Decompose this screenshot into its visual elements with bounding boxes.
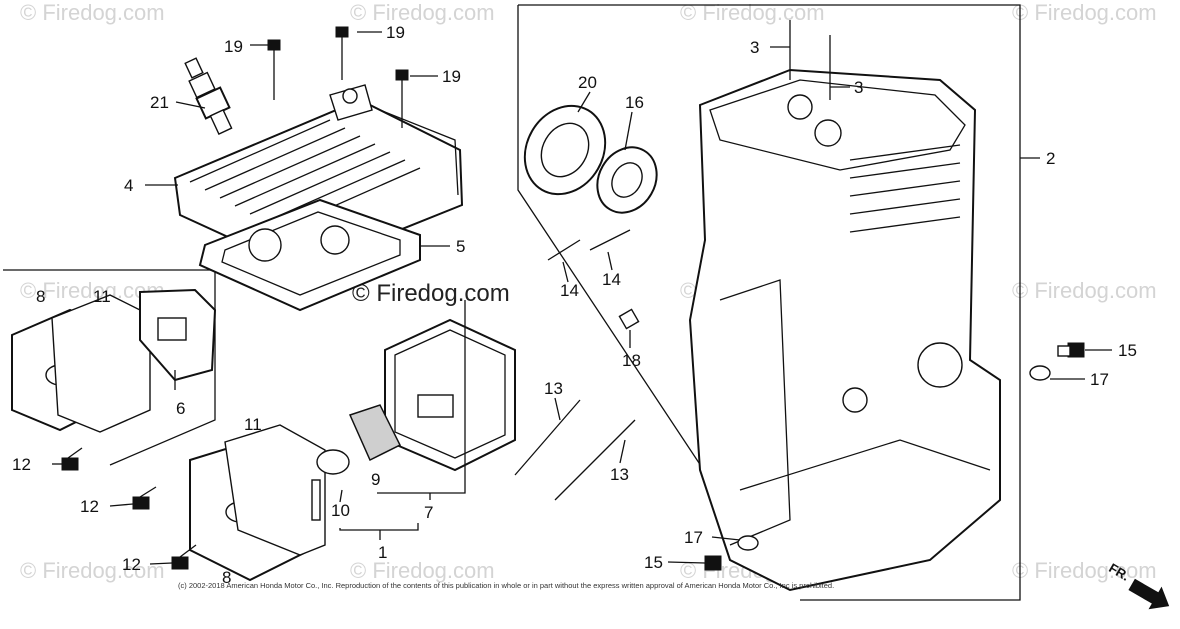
label-17-a: 17 xyxy=(1090,370,1109,389)
watermark-bot-2: © Firedog.com xyxy=(350,558,495,583)
label-19-c: 19 xyxy=(442,67,461,86)
label-12-b: 12 xyxy=(80,497,99,516)
oil-seal xyxy=(596,146,658,214)
label-15-b: 15 xyxy=(644,553,663,572)
leader-lines xyxy=(52,31,1112,565)
label-13-a: 13 xyxy=(544,379,563,398)
front-direction-indicator: FR. xyxy=(1106,560,1170,610)
label-20: 20 xyxy=(578,73,597,92)
watermark-bot-4: © Firedog.com xyxy=(1012,558,1157,583)
copyright-notice: (c) 2002-2018 American Honda Motor Co., … xyxy=(178,581,834,590)
label-14-b: 14 xyxy=(602,270,621,289)
watermark-top-3: © Firedog.com xyxy=(680,0,825,25)
label-9: 9 xyxy=(371,470,380,489)
spark-plug xyxy=(184,57,233,135)
crankcase-group-outline xyxy=(517,4,1021,601)
label-1: 1 xyxy=(378,543,387,562)
label-17-b: 17 xyxy=(684,528,703,547)
breather-group-outline xyxy=(3,269,216,466)
label-8-a: 8 xyxy=(36,287,45,306)
breather-cover-lower xyxy=(189,424,326,582)
label-4: 4 xyxy=(124,176,133,195)
label-11-b: 11 xyxy=(244,415,262,434)
label-8-b: 8 xyxy=(222,568,231,587)
label-12-a: 12 xyxy=(12,455,31,474)
watermark-top-2: © Firedog.com xyxy=(350,0,495,25)
label-2: 2 xyxy=(1046,149,1055,168)
label-12-c: 12 xyxy=(122,555,141,574)
watermark-top-4: © Firedog.com xyxy=(1012,0,1157,25)
breather-cover-upper xyxy=(11,288,217,433)
label-6: 6 xyxy=(176,399,185,418)
label-3-b: 3 xyxy=(854,78,863,97)
head-gasket xyxy=(198,198,421,312)
label-19-b: 19 xyxy=(386,23,405,42)
watermark-mid-4: © Firedog.com xyxy=(1012,278,1157,303)
front-arrow-icon xyxy=(1128,578,1170,610)
part-labels: 19 19 19 21 4 5 3 3 20 16 2 15 17 17 15 … xyxy=(12,23,1137,587)
breather-valve-assembly xyxy=(316,318,516,475)
label-10: 10 xyxy=(331,501,350,520)
label-21: 21 xyxy=(150,93,169,112)
short-studs xyxy=(547,229,631,261)
watermark-top-1: © Firedog.com xyxy=(20,0,165,25)
stud-bolts xyxy=(514,399,636,501)
group-outlines xyxy=(3,4,1021,601)
crankshaft-bearing xyxy=(523,104,607,196)
drain-plugs xyxy=(704,342,1085,571)
label-7: 7 xyxy=(424,503,433,522)
label-14-a: 14 xyxy=(560,281,579,300)
watermark-bot-1: © Firedog.com xyxy=(20,558,165,583)
label-15-a: 15 xyxy=(1118,341,1137,360)
label-11-a: 11 xyxy=(93,287,111,306)
label-16: 16 xyxy=(625,93,644,112)
label-18: 18 xyxy=(622,351,641,370)
label-5: 5 xyxy=(456,237,465,256)
label-13-b: 13 xyxy=(610,465,629,484)
label-19-a: 19 xyxy=(224,37,243,56)
label-3-a: 3 xyxy=(750,38,759,57)
dowel-pin xyxy=(618,308,640,330)
watermark-center: © Firedog.com xyxy=(352,280,510,307)
head-bolts xyxy=(267,26,409,128)
cover-bolts xyxy=(61,447,197,570)
cylinder-crankcase xyxy=(688,20,1001,592)
